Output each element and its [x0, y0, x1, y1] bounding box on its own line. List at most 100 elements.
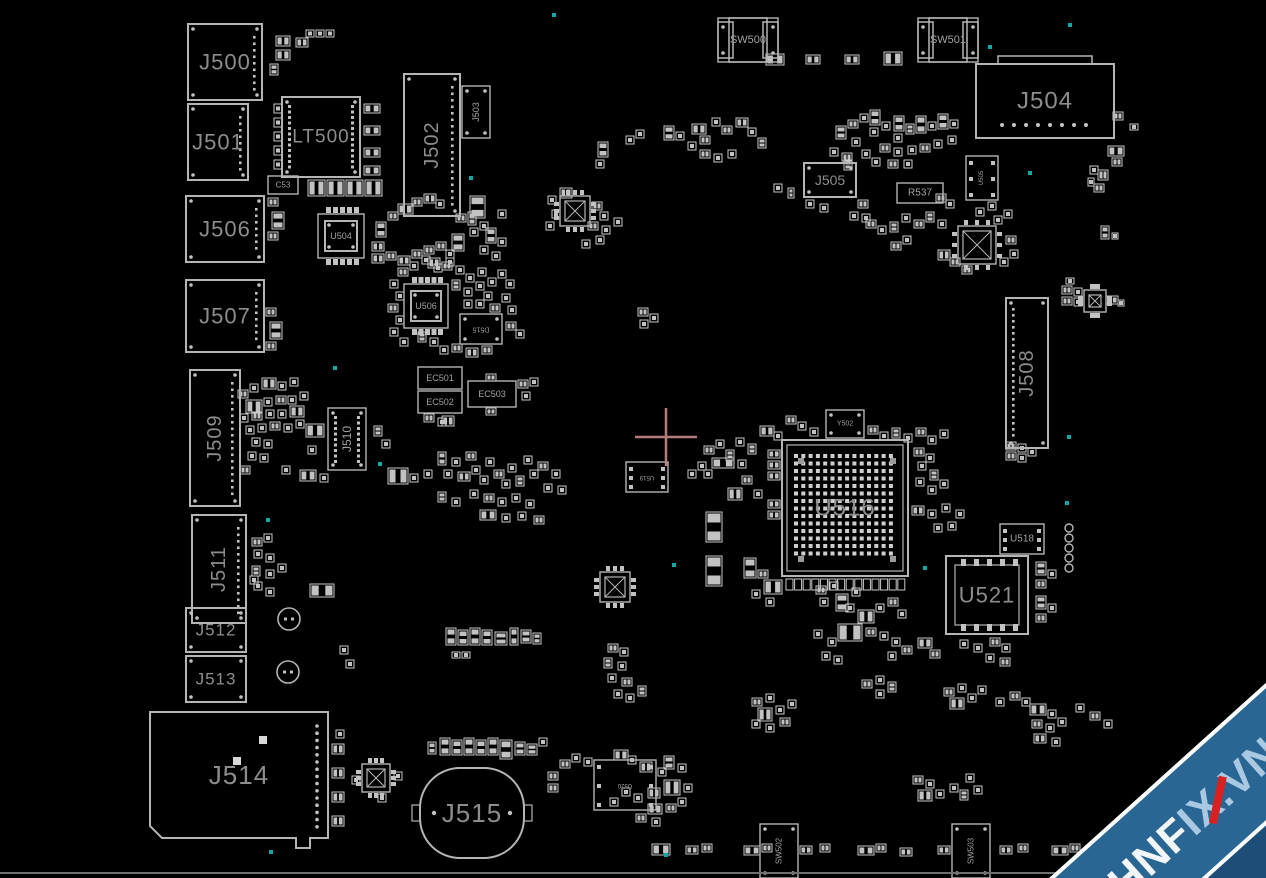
- smd-part: [445, 257, 455, 267]
- smd-part: [759, 425, 775, 437]
- smd-part: [511, 493, 521, 503]
- smd-part: [893, 115, 905, 132]
- smd-part: [857, 199, 869, 209]
- component-label-j507: J507: [199, 304, 251, 329]
- component-label-j501: J501: [192, 130, 244, 155]
- smd-part: [373, 425, 383, 437]
- test-point[interactable]: [988, 45, 992, 49]
- smd-part: [239, 465, 251, 475]
- smd-part: [261, 377, 277, 390]
- smd-part: [451, 279, 461, 291]
- smd-part: [1097, 169, 1109, 181]
- smd-part: [819, 597, 829, 607]
- test-point[interactable]: [552, 13, 556, 17]
- crosshair-marker: [635, 408, 697, 466]
- smd-part: [381, 439, 391, 449]
- smd-part: [532, 632, 542, 645]
- test-point[interactable]: [1068, 23, 1072, 27]
- smd-part: [505, 321, 517, 331]
- component-ec503: EC503: [467, 380, 517, 408]
- smd-part: [439, 345, 449, 355]
- smd-part: [345, 659, 355, 669]
- smd-part: [891, 427, 901, 439]
- smd-part: [975, 207, 985, 217]
- test-point[interactable]: [269, 850, 273, 854]
- smd-part: [1033, 733, 1047, 744]
- smd-part: [899, 847, 913, 857]
- smd-part: [835, 125, 847, 140]
- smd-part: [761, 843, 773, 853]
- smd-part: [265, 341, 277, 351]
- smd-part: [917, 637, 933, 649]
- smd-part: [651, 843, 671, 856]
- smd-part: [721, 125, 733, 135]
- component-label-u521: U521: [959, 583, 1016, 608]
- smd-part: [457, 471, 471, 482]
- smd-part: [913, 219, 925, 229]
- component-u504: U504: [317, 207, 365, 265]
- component-d515: D515: [459, 313, 503, 345]
- smd-part: [703, 445, 715, 455]
- smd-part: [861, 679, 873, 689]
- smd-part: [265, 569, 275, 579]
- smd-part: [927, 509, 937, 519]
- smd-part: [635, 813, 647, 823]
- component-j513: J513: [185, 655, 247, 703]
- smd-part: [663, 755, 675, 770]
- test-point[interactable]: [1067, 435, 1071, 439]
- component-j500: J500: [187, 23, 263, 101]
- test-point[interactable]: [378, 462, 382, 466]
- smd-part: [1075, 703, 1085, 713]
- test-point[interactable]: [664, 853, 668, 857]
- component-sw503: SW503: [951, 823, 991, 878]
- smd-part: [469, 195, 486, 219]
- smd-part: [949, 119, 959, 129]
- test-point[interactable]: [1065, 501, 1069, 505]
- smd-part: [514, 741, 526, 756]
- smd-part: [857, 609, 875, 624]
- smd-part: [469, 227, 479, 237]
- component-label-r537: R537: [908, 188, 932, 199]
- smd-part: [421, 255, 431, 265]
- smd-part: [265, 307, 277, 317]
- smd-part: [331, 767, 345, 779]
- test-point[interactable]: [266, 518, 270, 522]
- smd-part: [481, 629, 493, 646]
- smd-part: [751, 697, 763, 707]
- smd-part: [271, 211, 285, 230]
- smd-part: [387, 467, 409, 485]
- test-point[interactable]: [333, 366, 337, 370]
- smd-part: [1035, 579, 1047, 589]
- smd-part: [613, 217, 623, 227]
- smd-part: [947, 135, 957, 145]
- smd-part: [767, 460, 781, 470]
- smd-part: [933, 139, 943, 149]
- component-label-u505: U505: [979, 170, 985, 185]
- smd-part: [845, 603, 855, 613]
- smd-part: [273, 117, 283, 128]
- test-point[interactable]: [672, 563, 676, 567]
- smd-part: [501, 479, 511, 489]
- component-label-lt500: LT500: [292, 127, 349, 148]
- smd-part: [625, 135, 635, 145]
- smd-part: [1021, 697, 1031, 707]
- test-point[interactable]: [1028, 171, 1032, 175]
- smd-part: [819, 843, 831, 853]
- smd-part: [465, 451, 477, 461]
- smd-part: [251, 565, 261, 577]
- smd-part: [507, 463, 517, 473]
- smd-part: [435, 241, 447, 251]
- smd-part: [959, 789, 969, 801]
- smd-part: [785, 415, 797, 425]
- smd-part: [263, 439, 273, 449]
- smd-part: [397, 255, 411, 266]
- test-point[interactable]: [469, 176, 473, 180]
- smd-part: [925, 779, 935, 789]
- smd-part: [989, 637, 1001, 647]
- smd-part: [491, 251, 501, 261]
- test-point[interactable]: [923, 566, 927, 570]
- smd-part: [889, 221, 899, 233]
- smd-part: [501, 513, 511, 523]
- smd-part: [727, 487, 743, 501]
